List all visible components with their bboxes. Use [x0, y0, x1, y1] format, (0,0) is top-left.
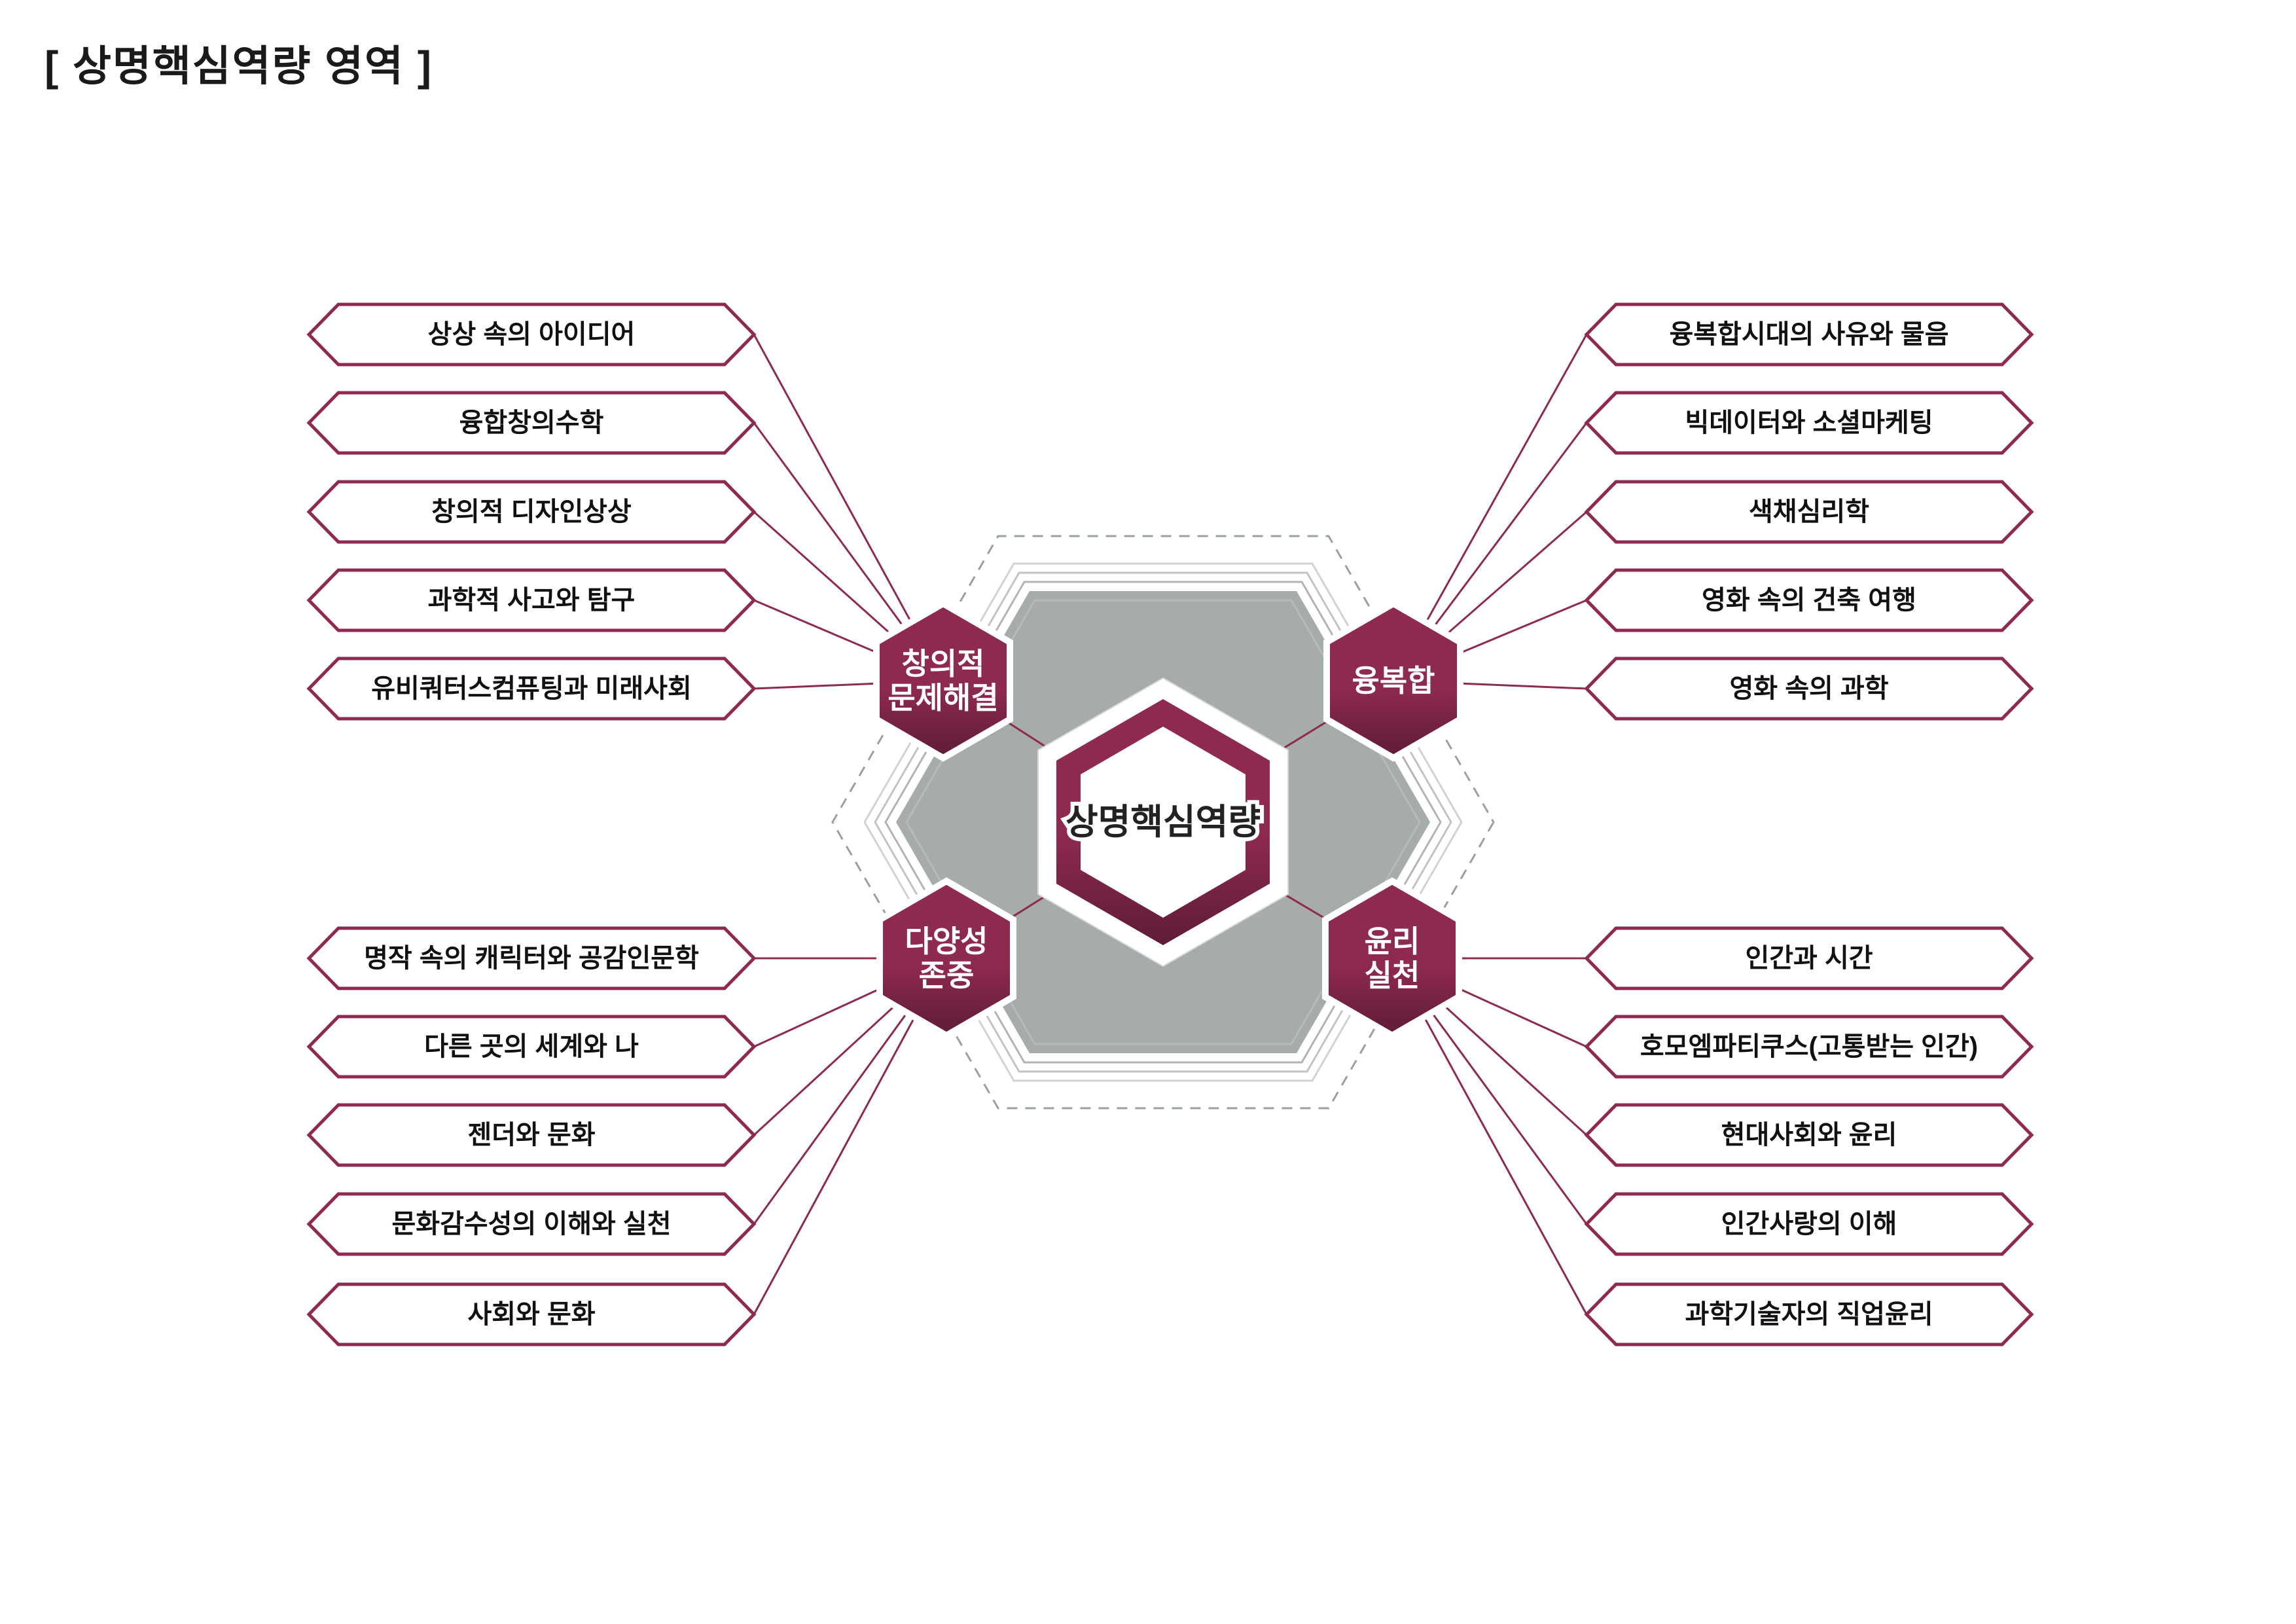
node-diversity-label-line2: 존중 — [919, 958, 975, 992]
course-pill-shape — [1584, 568, 2034, 632]
node-diversity: 다양성 존중 — [876, 877, 1016, 1039]
course-pill-label: 융복합시대의 사유와 물음 — [1669, 320, 1948, 349]
course-pill-shape — [306, 568, 757, 632]
course-pill: 과학적 사고와 탐구 — [306, 568, 757, 632]
courses-convergence: 융복합시대의 사유와 물음 빅데이터와 소셜마케팅 색채심리학 영화 속의 건축… — [1584, 302, 2034, 721]
course-pill-shape — [306, 657, 757, 721]
echo-ring-middle — [874, 571, 1452, 1073]
node-diversity-hexagon — [876, 877, 1016, 1039]
course-pill-shape — [306, 391, 757, 455]
course-pill-label: 융합창의수학 — [459, 408, 604, 437]
course-pill: 호모엠파티쿠스(고통받는 인간) — [1584, 1015, 2034, 1079]
course-pill-shape — [1584, 1282, 2034, 1346]
course-pill-shape — [1584, 1103, 2034, 1167]
course-pill: 사회와 문화 — [306, 1282, 757, 1346]
course-pill-label: 영화 속의 건축 여행 — [1702, 586, 1916, 615]
course-pill-label: 과학기술자의 직업윤리 — [1685, 1300, 1933, 1329]
page-title: [ 상명핵심역량 영역 ] — [45, 43, 433, 90]
course-pill-label: 빅데이터와 소셜마케팅 — [1685, 408, 1933, 437]
course-pill-shape — [306, 480, 757, 544]
center-label: 상명핵심역량 — [1066, 803, 1261, 842]
node-creative-label-line1: 창의적 — [902, 647, 985, 681]
course-pill: 인간사랑의 이해 — [1584, 1192, 2034, 1256]
center-node: 상명핵심역량 — [1037, 677, 1289, 967]
course-pill-shape — [306, 1103, 757, 1167]
course-pill-label: 인간사랑의 이해 — [1721, 1210, 1897, 1238]
course-pill: 색채심리학 — [1584, 480, 2034, 544]
courses-diversity: 명작 속의 캐릭터와 공감인문학 다른 곳의 세계와 나 젠더와 문화 문화감수… — [306, 926, 757, 1346]
course-pill-label: 다른 곳의 세계와 나 — [424, 1032, 639, 1061]
node-creative-label-line2: 문제해결 — [888, 681, 998, 715]
node-ethics-hexagon — [1322, 877, 1462, 1039]
node-creative: 창의적 문제해결 — [873, 600, 1013, 762]
gray-hexagon-inner-ring — [905, 599, 1421, 1045]
course-pill-label: 영화 속의 과학 — [1729, 674, 1888, 703]
course-pill: 문화감수성의 이해와 실천 — [306, 1192, 757, 1256]
course-pill-shape — [306, 1282, 757, 1346]
course-pill-shape — [306, 302, 757, 367]
courses-creative: 상상 속의 아이디어 융합창의수학 창의적 디자인상상 과학적 사고와 탐구 유… — [306, 302, 757, 721]
course-pill-label: 젠더와 문화 — [467, 1121, 595, 1149]
node-convergence: 융복합 — [1323, 600, 1463, 762]
course-pill: 영화 속의 건축 여행 — [1584, 568, 2034, 632]
course-pill-shape — [1584, 302, 2034, 367]
course-pill: 영화 속의 과학 — [1584, 657, 2034, 721]
node-ethics: 윤리 실천 — [1322, 877, 1462, 1039]
node-ethics-label-line1: 윤리 — [1365, 924, 1420, 958]
node-ethics-label-line2: 실천 — [1365, 958, 1420, 992]
course-pill-label: 색채심리학 — [1749, 497, 1869, 526]
course-pill-shape — [1584, 480, 2034, 544]
course-pill-shape — [1584, 1192, 2034, 1256]
courses-ethics: 인간과 시간 호모엠파티쿠스(고통받는 인간) 현대사회와 윤리 인간사랑의 이… — [1584, 926, 2034, 1346]
course-pill-label: 호모엠파티쿠스(고통받는 인간) — [1640, 1032, 1978, 1061]
node-creative-hexagon — [873, 600, 1013, 762]
echo-ring-outer — [863, 562, 1463, 1082]
course-pill: 젠더와 문화 — [306, 1103, 757, 1167]
course-pill: 상상 속의 아이디어 — [306, 302, 757, 367]
course-pill-label: 문화감수성의 이해와 실천 — [391, 1210, 671, 1238]
course-pill-shape — [306, 926, 757, 990]
course-pill: 빅데이터와 소셜마케팅 — [1584, 391, 2034, 455]
course-pill-label: 상상 속의 아이디어 — [428, 320, 636, 349]
course-pill-shape — [1584, 657, 2034, 721]
course-pill-label: 인간과 시간 — [1745, 944, 1873, 973]
course-pill-shape — [306, 1015, 757, 1079]
course-pill-shape — [306, 1192, 757, 1256]
course-pill: 과학기술자의 직업윤리 — [1584, 1282, 2034, 1346]
course-pill: 명작 속의 캐릭터와 공감인문학 — [306, 926, 757, 990]
course-pill-shape — [1584, 1015, 2034, 1079]
course-pill: 유비쿼터스컴퓨팅과 미래사회 — [306, 657, 757, 721]
dashed-outline-hexagon — [831, 535, 1495, 1110]
course-pill-label: 창의적 디자인상상 — [431, 497, 632, 526]
course-pill: 융합창의수학 — [306, 391, 757, 455]
course-pill-label: 과학적 사고와 탐구 — [428, 586, 636, 615]
node-convergence-label: 융복합 — [1352, 664, 1435, 698]
course-pill-label: 사회와 문화 — [467, 1300, 595, 1329]
node-diversity-label-line1: 다양성 — [905, 924, 988, 958]
center-hexagon-inner — [1081, 727, 1246, 918]
node-convergence-hexagon — [1323, 600, 1463, 762]
course-pill: 다른 곳의 세계와 나 — [306, 1015, 757, 1079]
echo-ring-inner — [884, 581, 1442, 1064]
course-pill-shape — [1584, 926, 2034, 990]
course-pill-shape — [1584, 391, 2034, 455]
course-pill: 창의적 디자인상상 — [306, 480, 757, 544]
course-pill-label: 명작 속의 캐릭터와 공감인문학 — [364, 944, 699, 973]
course-pill: 현대사회와 윤리 — [1584, 1103, 2034, 1167]
course-pill: 인간과 시간 — [1584, 926, 2034, 990]
course-pill: 융복합시대의 사유와 물음 — [1584, 302, 2034, 367]
course-pill-label: 현대사회와 윤리 — [1721, 1121, 1897, 1149]
course-pill-label: 유비쿼터스컴퓨팅과 미래사회 — [371, 674, 692, 703]
